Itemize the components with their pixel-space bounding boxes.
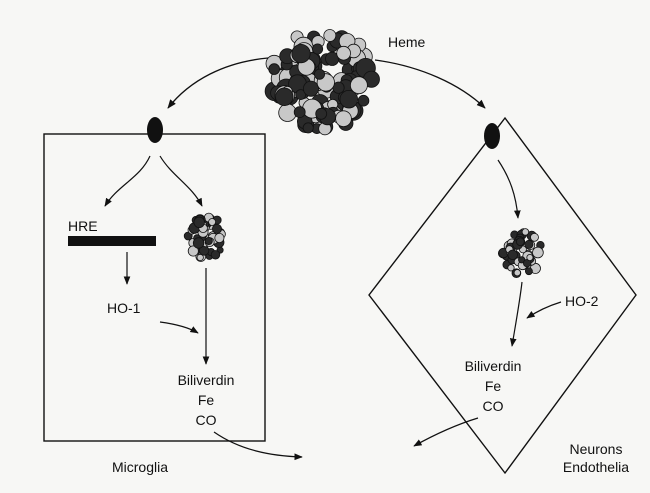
molecule-atom <box>192 237 205 249</box>
co-label-left: CO <box>196 412 217 428</box>
molecule-atom <box>204 236 213 245</box>
biliverdin-label-right: Biliverdin <box>465 358 522 374</box>
microglia-label: Microglia <box>112 459 168 475</box>
molecule-atom <box>357 94 370 107</box>
molecule-atom <box>521 228 530 236</box>
molecule-atom <box>336 45 351 61</box>
heme-molecule-large <box>264 29 380 136</box>
products-left: Biliverdin Fe CO <box>178 372 235 428</box>
fe-label-left: Fe <box>198 392 215 408</box>
heme-molecule-small-left <box>183 212 226 262</box>
molecule-atom <box>525 267 533 276</box>
molecule-atom <box>315 107 328 120</box>
ho1-label: HO-1 <box>107 300 141 316</box>
neurons-label: Neurons <box>570 441 623 457</box>
arrow-receptor-to-hre <box>104 155 151 207</box>
molecule-atom <box>211 223 222 234</box>
ho2-label: HO-2 <box>565 293 599 309</box>
molecule-atom <box>513 269 521 277</box>
heme-molecule-small-right <box>497 228 545 279</box>
neuron-cell <box>368 116 637 475</box>
molecule-atom <box>278 103 297 122</box>
heme-label: Heme <box>388 34 426 50</box>
biliverdin-label-left: Biliverdin <box>178 372 235 388</box>
molecule-atom <box>275 87 294 107</box>
molecule-atom <box>187 245 199 257</box>
molecule-atom <box>302 122 314 134</box>
hre-label: HRE <box>68 218 98 234</box>
arrow-heme-to-microglia <box>167 57 269 109</box>
molecule-atom <box>335 110 352 127</box>
arrow-co-out-right <box>413 417 479 447</box>
molecule-atom <box>293 106 306 118</box>
arrow-co-out-left <box>213 431 303 461</box>
molecule-atom <box>291 43 311 64</box>
arrow-receptor-to-heme-small <box>159 155 203 207</box>
molecule-atom <box>302 80 319 97</box>
molecule-atom <box>193 216 205 229</box>
products-right: Biliverdin Fe CO <box>465 358 522 414</box>
molecule-atom <box>507 249 518 261</box>
molecule-atom <box>515 237 525 247</box>
molecule-atom <box>526 253 534 261</box>
molecule-atom <box>312 43 324 55</box>
hre-gene-bar <box>68 236 156 246</box>
molecule-atom <box>524 239 534 249</box>
receptor-left <box>147 117 163 143</box>
co-label-right: CO <box>483 398 504 414</box>
molecule-atom <box>532 246 544 259</box>
arrow-ho2-to-pathway <box>526 301 562 319</box>
microglia-cell <box>43 133 266 442</box>
molecule-atom <box>210 250 221 260</box>
molecule-atom <box>208 218 217 226</box>
molecule-atom <box>268 63 281 75</box>
endothelia-label: Endothelia <box>563 459 629 475</box>
arrow-receptor-to-heme-small-right <box>497 159 521 219</box>
fe-label-right: Fe <box>485 378 502 394</box>
molecule-atom <box>507 264 515 272</box>
molecule-atom <box>530 232 539 242</box>
receptor-right <box>484 123 500 149</box>
arrow-heme-to-products-right <box>509 281 523 347</box>
molecule-atom <box>196 253 204 262</box>
molecule-atom <box>349 76 368 95</box>
arrow-heme-to-neuron <box>374 59 486 109</box>
arrow-ho1-to-pathway <box>159 321 199 334</box>
molecule-atom <box>323 29 337 42</box>
neuron-cell-label: Neurons Endothelia <box>563 441 629 475</box>
molecule-atom <box>313 68 325 80</box>
molecule-atom <box>339 89 359 109</box>
molecule-atom <box>214 232 225 243</box>
